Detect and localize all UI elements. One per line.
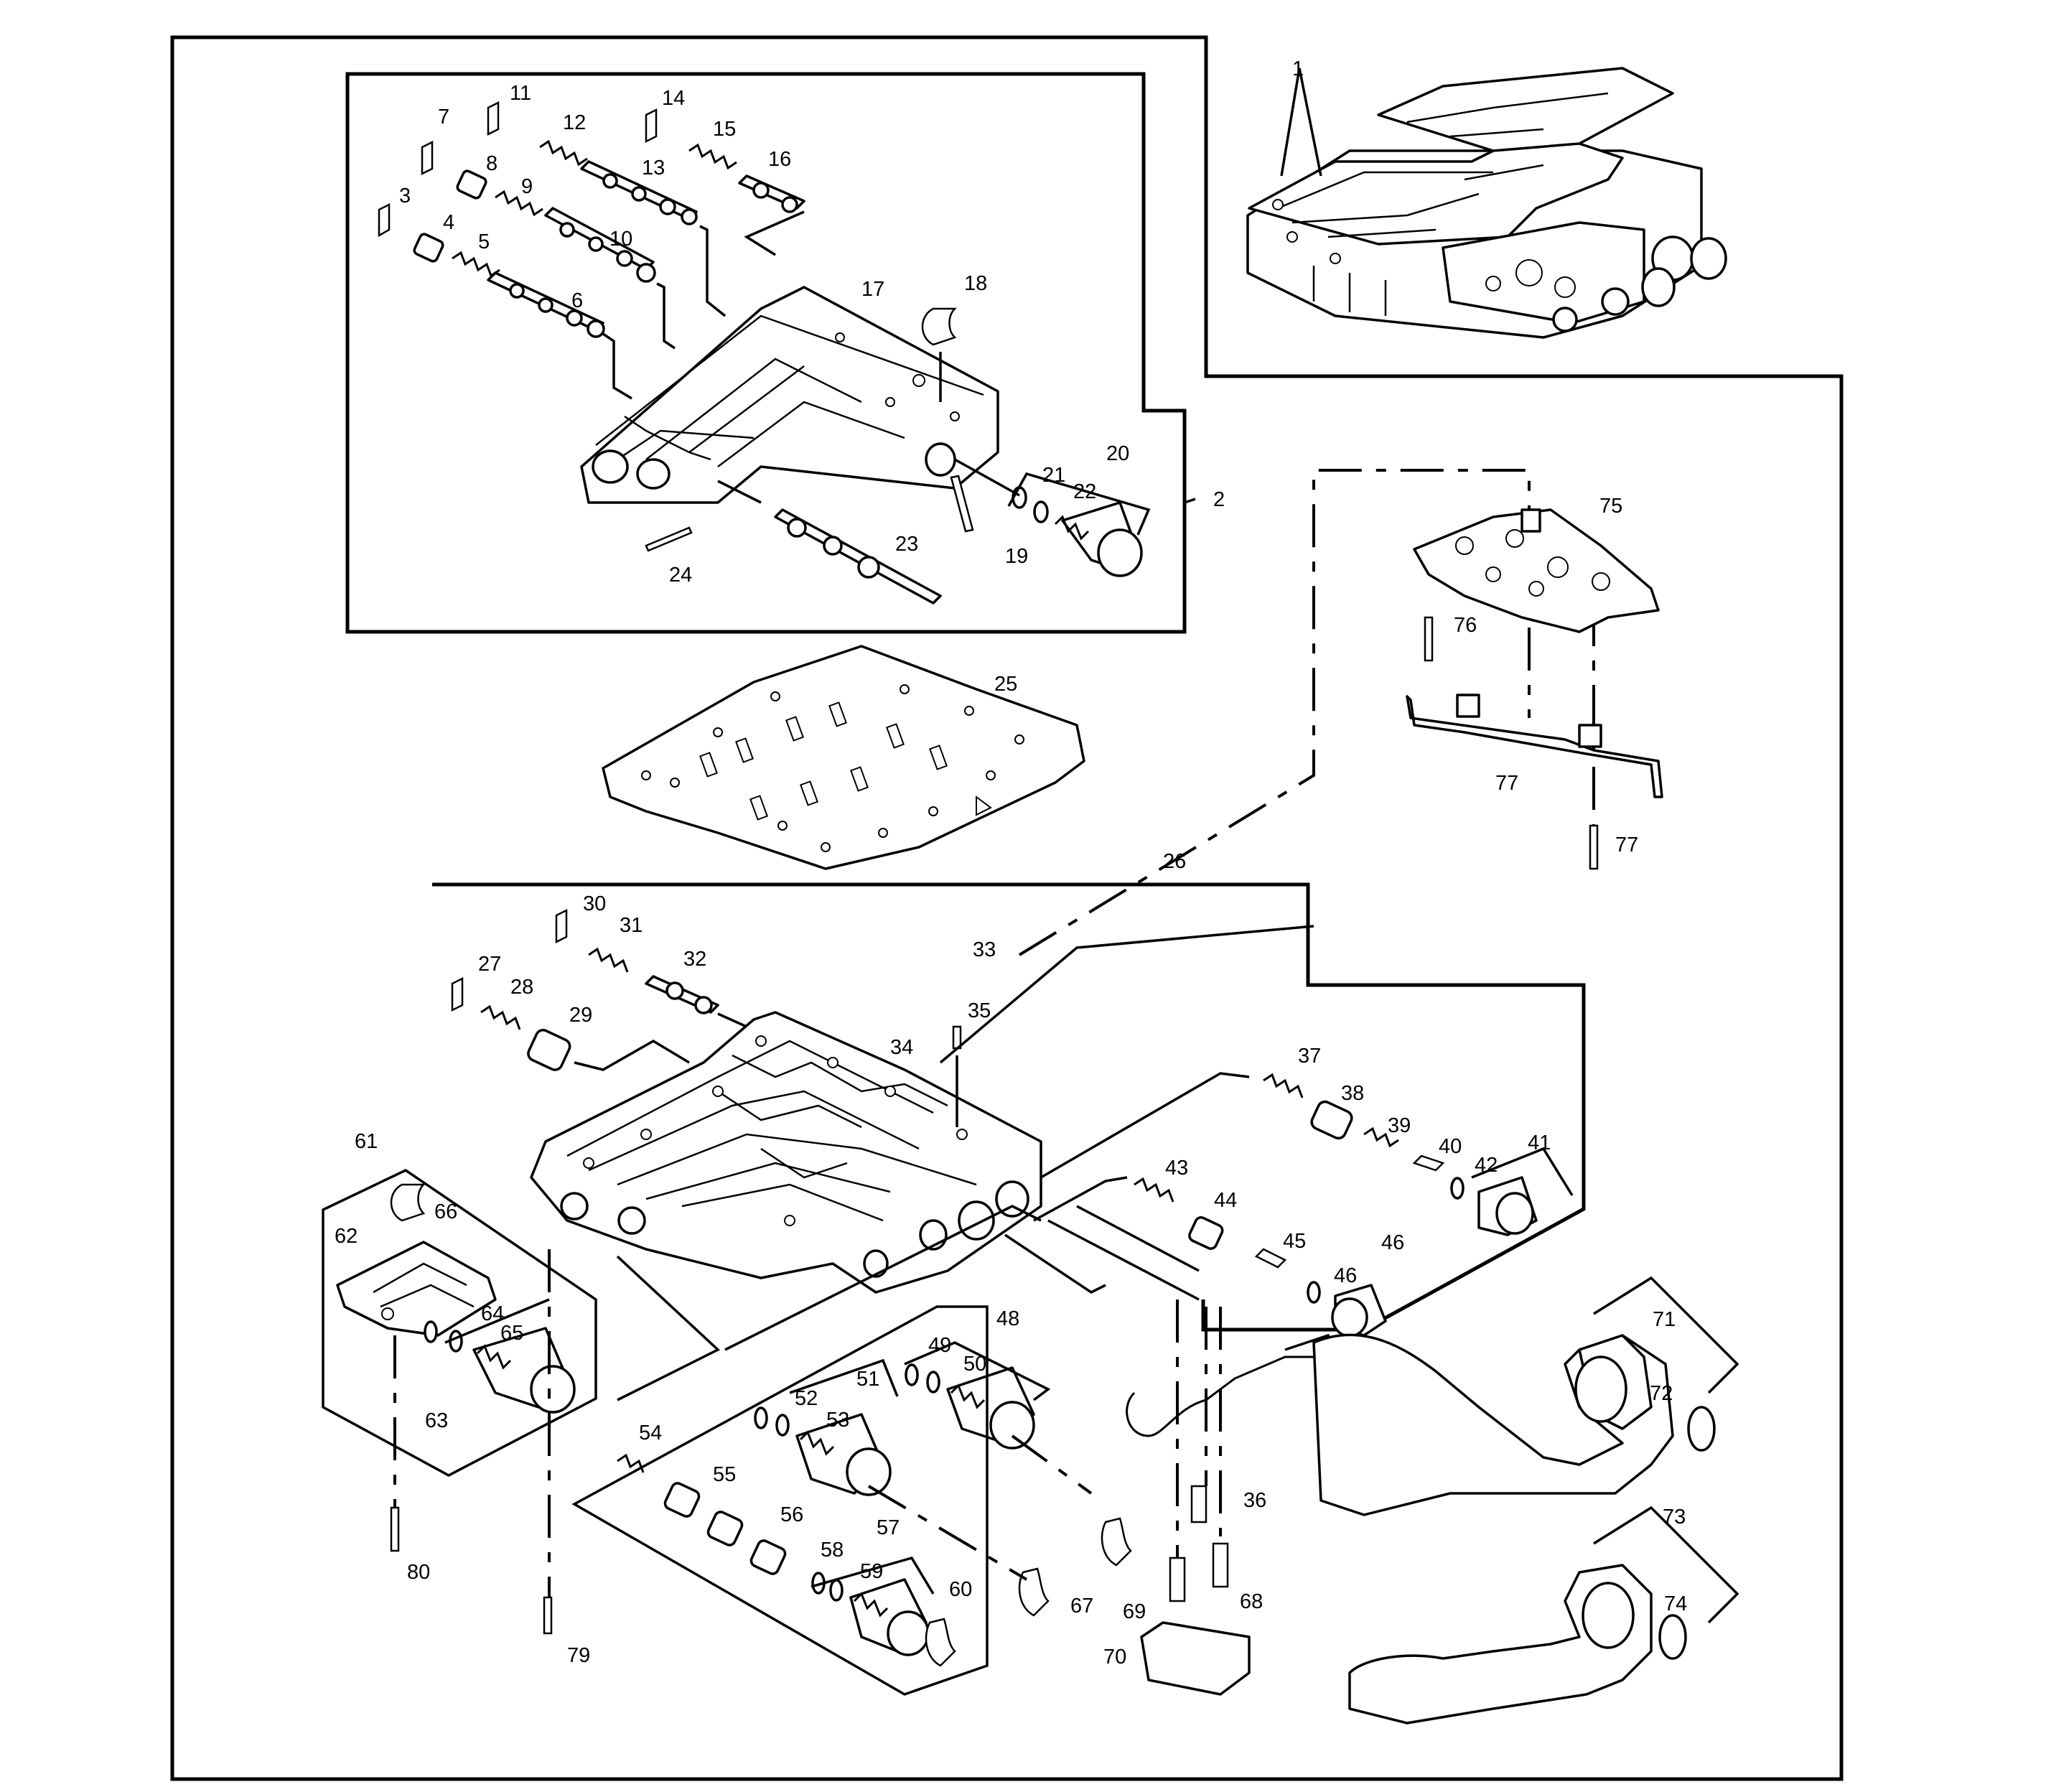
callout-54: 54	[639, 1422, 662, 1445]
callout-72: 72	[1650, 1382, 1673, 1405]
callout-20: 20	[1106, 442, 1129, 465]
callout-62: 62	[335, 1225, 358, 1248]
callout-67: 67	[1070, 1595, 1093, 1618]
callout-37: 37	[1298, 1045, 1321, 1068]
callout-2: 2	[1213, 488, 1225, 511]
callout-55: 55	[713, 1463, 736, 1486]
callout-22: 22	[1073, 480, 1096, 503]
callout-19: 19	[1005, 545, 1028, 568]
callout-23: 23	[895, 533, 918, 556]
callout-5: 5	[478, 230, 490, 253]
callout-27: 27	[478, 953, 501, 976]
lower-valve-body	[530, 1011, 1042, 1294]
callout-70: 70	[1103, 1646, 1126, 1669]
callout-46: 46	[1381, 1231, 1404, 1254]
upper-valve-body-frame	[345, 72, 1187, 634]
callout-12: 12	[563, 111, 586, 134]
lower-valve-body-frame	[432, 882, 1586, 1332]
right-parts	[1126, 508, 1716, 1725]
callout-57: 57	[877, 1516, 900, 1539]
callout-21: 21	[1042, 464, 1065, 487]
callout-46b: 46	[1334, 1264, 1357, 1287]
callout-40: 40	[1439, 1135, 1462, 1158]
callout-29: 29	[569, 1004, 592, 1027]
callout-17: 17	[861, 278, 884, 301]
callout-63: 63	[425, 1409, 448, 1432]
callout-33: 33	[973, 938, 996, 961]
callout-34: 34	[890, 1036, 913, 1059]
callout-24: 24	[669, 564, 692, 587]
callout-35: 35	[968, 999, 991, 1022]
callout-74: 74	[1664, 1592, 1687, 1615]
valve-trains-upper	[378, 101, 1151, 605]
callout-43: 43	[1165, 1157, 1188, 1180]
callout-61: 61	[355, 1130, 378, 1153]
callout-38: 38	[1341, 1082, 1364, 1105]
valve-body-assembly	[1246, 67, 1727, 339]
callout-80: 80	[407, 1561, 430, 1584]
callout-45: 45	[1283, 1230, 1306, 1253]
callout-1: 1	[1292, 57, 1304, 80]
leaders-lower	[322, 469, 1595, 1696]
callout-14: 14	[662, 87, 685, 110]
callout-77b: 77	[1615, 834, 1638, 857]
callout-73: 73	[1663, 1506, 1686, 1529]
callout-51: 51	[856, 1368, 879, 1391]
callout-44: 44	[1214, 1189, 1237, 1212]
valve-trains-lower	[451, 908, 1538, 1338]
callout-4: 4	[443, 211, 454, 234]
callout-49: 49	[928, 1334, 951, 1357]
leaders-right	[1593, 1276, 1739, 1624]
frames	[170, 35, 1844, 1781]
upper-valve-body	[580, 286, 999, 504]
callout-48: 48	[996, 1307, 1019, 1330]
callout-75: 75	[1599, 495, 1622, 518]
callout-41: 41	[1528, 1131, 1551, 1154]
callout-7: 7	[438, 106, 449, 129]
callout-15: 15	[713, 118, 736, 141]
callout-13: 13	[642, 157, 665, 179]
callout-69: 69	[1123, 1600, 1146, 1623]
callout-65: 65	[500, 1322, 523, 1345]
callout-31: 31	[620, 914, 643, 937]
callout-77: 77	[1495, 772, 1518, 795]
callout-71: 71	[1653, 1308, 1676, 1331]
callout-36: 36	[1243, 1489, 1266, 1512]
callout-76: 76	[1454, 614, 1477, 637]
callout-3: 3	[399, 185, 411, 207]
callout-9: 9	[521, 175, 533, 198]
callout-42: 42	[1475, 1154, 1498, 1177]
callout-6: 6	[571, 289, 583, 312]
callout-8: 8	[486, 152, 498, 175]
callout-18: 18	[964, 272, 987, 295]
callout-16: 16	[768, 148, 791, 171]
gasket-plate	[602, 645, 1085, 870]
callout-32: 32	[683, 948, 706, 971]
callout-52: 52	[795, 1387, 818, 1410]
callout-10: 10	[609, 228, 632, 251]
callout-79: 79	[567, 1644, 590, 1667]
callout-11: 11	[510, 82, 531, 105]
callout-30: 30	[583, 892, 606, 915]
callout-25: 25	[994, 673, 1017, 696]
callout-60: 60	[949, 1578, 972, 1601]
callout-56: 56	[780, 1503, 803, 1526]
callout-58: 58	[821, 1539, 844, 1562]
callout-68: 68	[1240, 1590, 1263, 1613]
callout-labels: 1 2 3 4 5 6 7 8 9 10 11 12 13 14 15 16 1…	[335, 57, 1687, 1669]
callout-53: 53	[826, 1409, 849, 1432]
callout-64: 64	[481, 1302, 504, 1325]
callout-28: 28	[510, 976, 533, 999]
assembly-leader	[1280, 67, 1322, 177]
frame-2-leader	[1184, 498, 1196, 504]
callout-66: 66	[434, 1200, 457, 1223]
callout-50: 50	[963, 1353, 986, 1376]
callout-59: 59	[860, 1560, 883, 1583]
callout-26: 26	[1163, 850, 1186, 873]
callout-39: 39	[1388, 1114, 1411, 1137]
outer-frame	[170, 35, 1844, 1781]
